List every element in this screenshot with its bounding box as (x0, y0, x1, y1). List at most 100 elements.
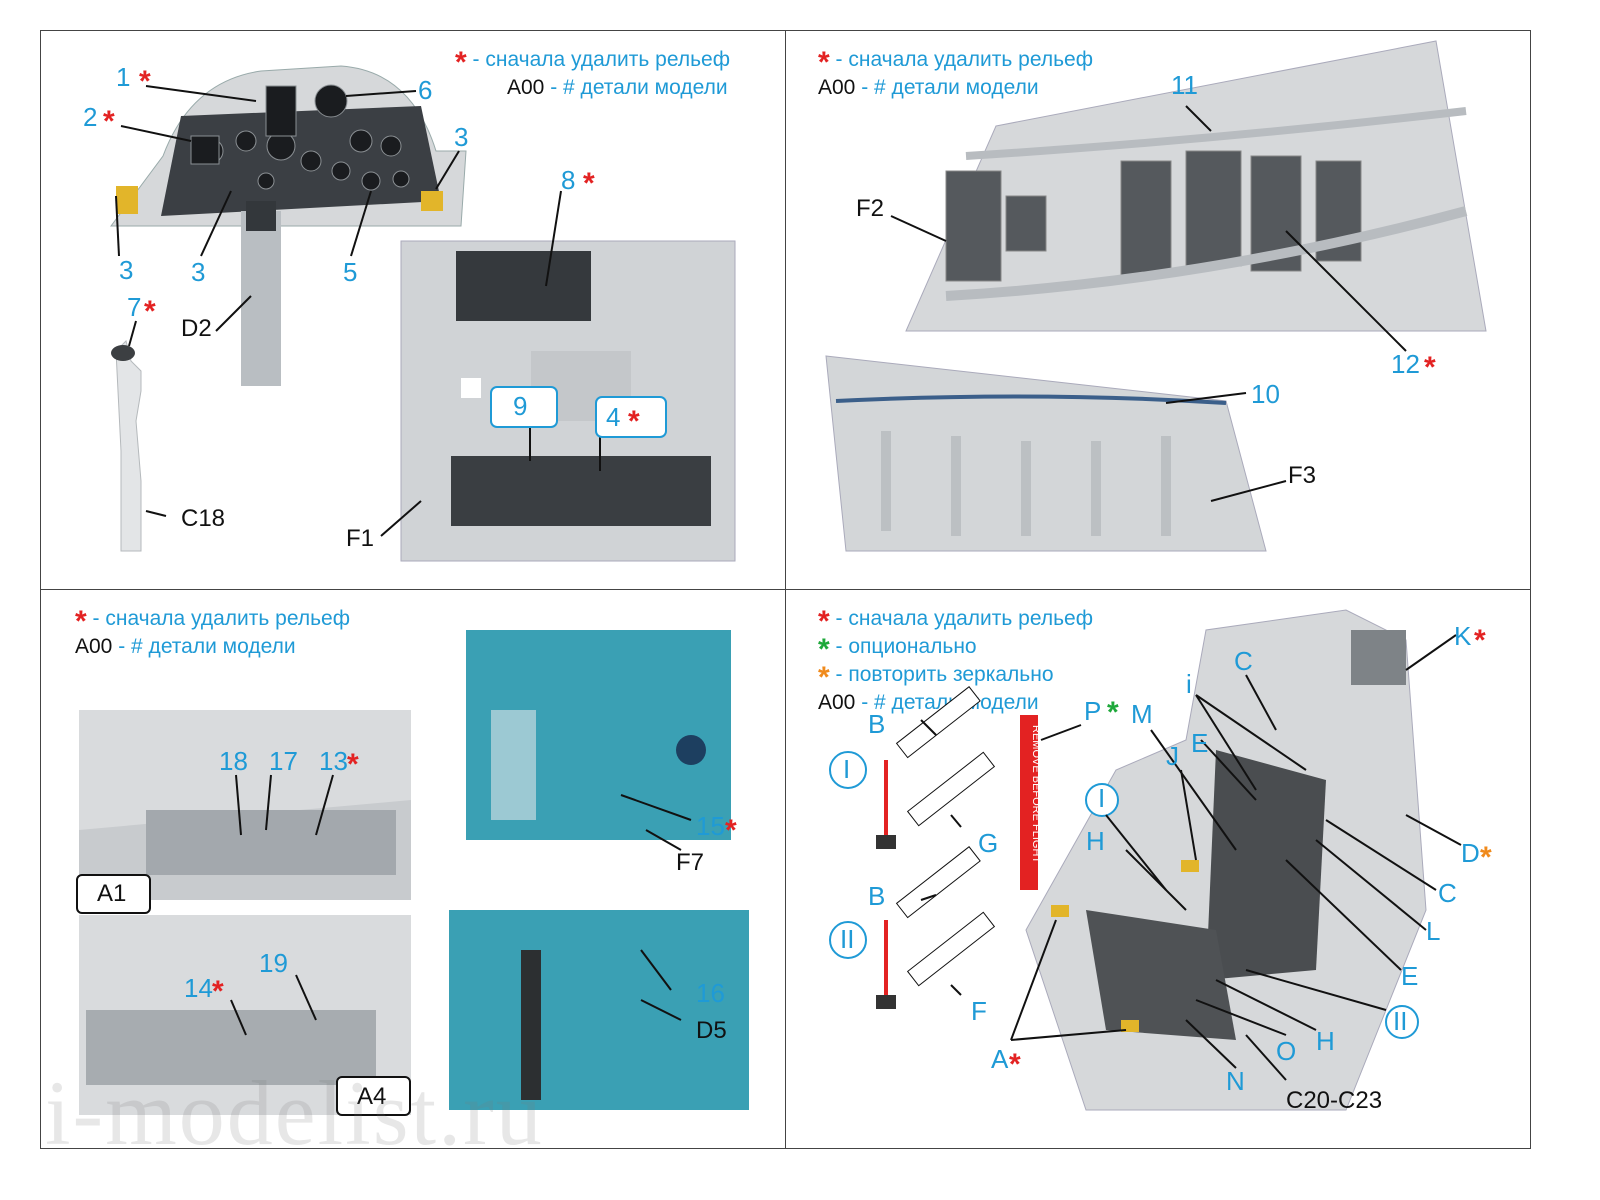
label-g: G (978, 828, 998, 858)
label-f: F (971, 996, 987, 1026)
legend-part-code: A00 (507, 76, 545, 99)
label-p: P (1084, 696, 1101, 726)
part-c20-c23: C20-C23 (1286, 1087, 1382, 1114)
part-f3: F3 (1288, 462, 1316, 489)
label-8: 8 (561, 165, 575, 195)
label-2: 2 (83, 102, 97, 132)
panel-side-wall: * - сначала удалить рельеф A00 - # детал… (785, 30, 1531, 590)
label-h-1: H (1086, 826, 1105, 856)
label-a: A (991, 1044, 1009, 1074)
svg-text:*: * (1480, 841, 1492, 874)
legend-remove-relief: - сначала удалить рельеф (472, 48, 730, 71)
label-b-2: B (868, 881, 885, 911)
label-c-1: C (1234, 646, 1253, 676)
svg-text:*: * (347, 748, 359, 781)
label-roman-ii-seat: II (1393, 1006, 1407, 1036)
legend-remove-relief: - сначала удалить рельеф (92, 607, 350, 630)
panel-instrument-panel: * - сначала удалить рельеф A00 - # детал… (40, 30, 786, 590)
legend-mirror: - повторить зеркально (835, 663, 1054, 686)
label-1: 1 (116, 62, 130, 92)
ejection-seat-drawing: REMOVE BEFORE FLIGHT (829, 609, 1492, 1114)
label-9: 9 (513, 391, 527, 421)
consoles-drawing: 18 17 13 14 19 15 16 * * * A1 A4 F7 D5 (76, 630, 749, 1116)
legend-part-code: A00 (75, 635, 113, 658)
svg-text:*: * (1107, 696, 1119, 729)
legend-optional: - опционально (835, 635, 977, 658)
label-4: 4 (606, 402, 620, 432)
legend-part-number: - # детали модели (861, 76, 1039, 99)
label-k: K (1454, 621, 1472, 651)
part-d2: D2 (181, 315, 212, 342)
label-11: 11 (1171, 70, 1198, 100)
label-roman-i: I (843, 754, 850, 784)
label-3b: 3 (191, 257, 205, 287)
label-3c: 3 (454, 122, 468, 152)
label-b-1: B (868, 709, 885, 739)
svg-text:*: * (212, 975, 224, 1008)
svg-text:*: * (139, 65, 151, 98)
label-e-2: E (1401, 961, 1418, 991)
legend-part-code: A00 (818, 76, 856, 99)
side-wall-drawing: 11 12 10 * F2 F3 (825, 40, 1487, 552)
svg-text:*: * (103, 105, 115, 138)
legend-panel-2: * - сначала удалить рельеф A00 - # детал… (818, 47, 1093, 100)
legend-panel-1: * - сначала удалить рельеф A00 - # детал… (455, 47, 730, 100)
svg-text:*: * (583, 167, 595, 200)
label-5: 5 (343, 257, 357, 287)
label-i: i (1186, 669, 1192, 699)
label-18: 18 (219, 746, 248, 776)
instrument-panel-drawing: 1 2 3 3 3 5 6 7 8 9 4 * * * * * D2 C18 F… (83, 62, 736, 562)
panel-consoles: * - сначала удалить рельеф A00 - # детал… (40, 589, 786, 1149)
legend-panel-3: * - сначала удалить рельеф A00 - # детал… (75, 606, 350, 659)
red-star-icon: * (75, 605, 87, 638)
panel-ejection-seat: * - сначала удалить рельеф * - опциональ… (785, 589, 1531, 1149)
watermark: i-modelist.ru (45, 1062, 544, 1164)
part-f2: F2 (856, 195, 884, 222)
svg-text:*: * (725, 814, 737, 847)
label-10: 10 (1251, 379, 1280, 409)
label-d: D (1461, 838, 1480, 868)
legend-panel-4: * - сначала удалить рельеф * - опциональ… (818, 606, 1093, 715)
red-star-icon: * (455, 46, 467, 79)
label-m: M (1131, 699, 1153, 729)
label-l: L (1426, 916, 1440, 946)
svg-text:*: * (628, 405, 640, 438)
red-star-icon: * (818, 605, 830, 638)
label-17: 17 (269, 746, 298, 776)
legend-remove-relief: - сначала удалить рельеф (835, 607, 1093, 630)
label-c-2: C (1438, 878, 1457, 908)
label-13: 13 (319, 746, 348, 776)
part-a1: A1 (97, 880, 126, 907)
label-j: J (1166, 741, 1179, 771)
svg-text:*: * (1474, 624, 1486, 657)
label-roman-i-seat: I (1098, 783, 1105, 813)
label-roman-ii: II (840, 924, 854, 954)
svg-text:*: * (144, 295, 156, 328)
part-d5: D5 (696, 1017, 727, 1044)
label-6: 6 (418, 75, 432, 105)
part-f1: F1 (346, 525, 374, 552)
part-c18: C18 (181, 505, 225, 532)
legend-part-code: A00 (818, 691, 856, 714)
svg-text:*: * (1009, 1048, 1021, 1081)
remove-before-flight-tag: REMOVE BEFORE FLIGHT (1030, 725, 1042, 863)
label-19: 19 (259, 948, 288, 978)
legend-part-number: - # детали модели (550, 76, 728, 99)
label-15: 15 (696, 811, 725, 841)
legend-remove-relief: - сначала удалить рельеф (835, 48, 1093, 71)
legend-part-number: - # детали модели (118, 635, 296, 658)
label-3a: 3 (119, 255, 133, 285)
label-n: N (1226, 1066, 1245, 1096)
part-a4: A4 (357, 1083, 386, 1110)
label-12: 12 (1391, 349, 1420, 379)
label-7: 7 (127, 292, 141, 322)
label-h-2: H (1316, 1026, 1335, 1056)
green-star-icon: * (818, 633, 830, 666)
svg-text:*: * (1424, 351, 1436, 384)
label-14: 14 (184, 973, 213, 1003)
label-o: O (1276, 1036, 1296, 1066)
orange-star-icon: * (818, 661, 830, 694)
label-16: 16 (696, 978, 725, 1008)
red-star-icon: * (818, 46, 830, 79)
label-e-1: E (1191, 728, 1208, 758)
